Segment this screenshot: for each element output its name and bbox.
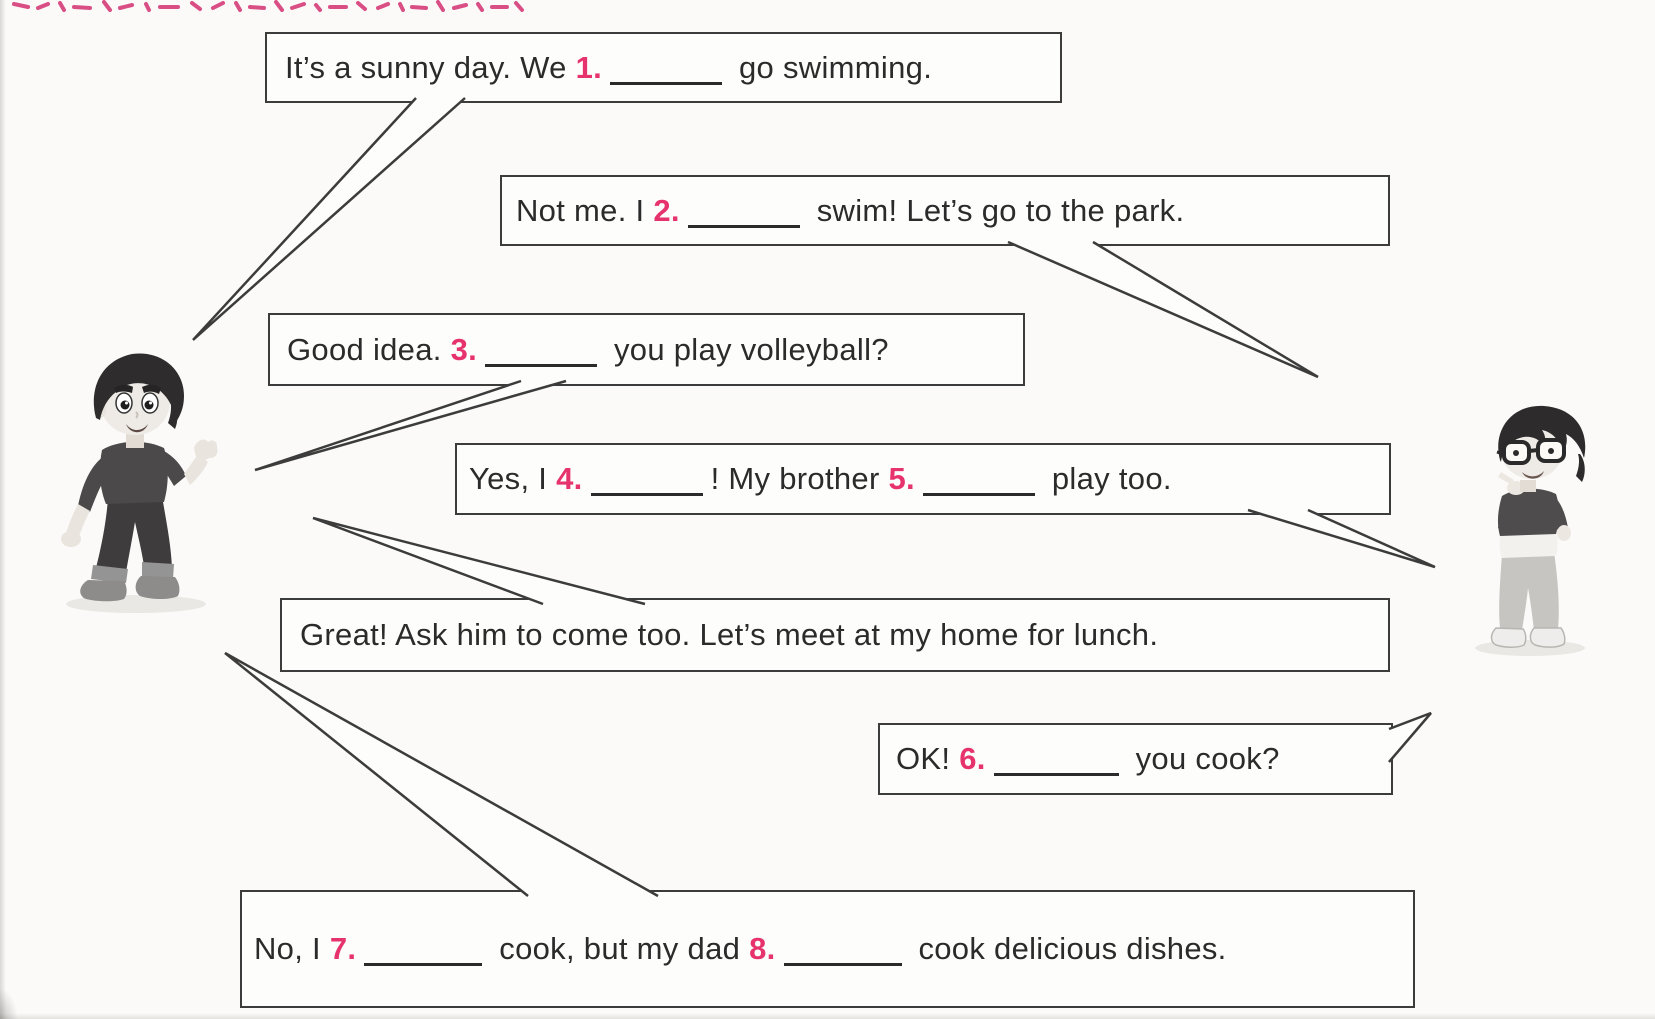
bubble-text-segment: cook delicious dishes.: [909, 931, 1227, 966]
speech-bubble-5: Great! Ask him to come too. Let’s meet a…: [280, 598, 1390, 672]
bubble-6-text: OK! 6. you cook?: [896, 741, 1280, 777]
speech-bubble-3: Good idea. 3. you play volleyball?: [268, 313, 1025, 386]
bubble-text-segment: Good idea.: [287, 331, 451, 367]
bubble-text-segment: you cook?: [1126, 741, 1280, 776]
bubble-text-segment: you play volleyball?: [605, 331, 889, 367]
bubble-3-text: Good idea. 3. you play volleyball?: [287, 332, 889, 368]
speech-bubble-4: Yes, I 4. ! My brother 5. play too.: [455, 443, 1391, 515]
speech-bubble-1: It’s a sunny day. We 1. go swimming.: [265, 32, 1062, 103]
answer-blank: [993, 763, 1119, 776]
blank-number: 1.: [575, 49, 603, 85]
bubble-4-text: Yes, I 4. ! My brother 5. play too.: [469, 461, 1172, 497]
right-boy-illustration: [1475, 405, 1586, 656]
speech-bubble-2: Not me. I 2. swim! Let’s go to the park.: [500, 175, 1390, 246]
bubble-5-text: Great! Ask him to come too. Let’s meet a…: [300, 617, 1158, 653]
left-boy-illustration: [61, 353, 218, 613]
answer-blank: [364, 953, 483, 966]
answer-blank: [590, 483, 703, 496]
answer-blank: [922, 483, 1035, 496]
answer-blank: [485, 354, 598, 367]
blank-number: 8.: [749, 931, 776, 966]
scan-edge-shadow-bottom: [0, 1013, 1655, 1019]
bubble-7-text: No, I 7. cook, but my dad 8. cook delici…: [254, 931, 1227, 967]
bubble-text-segment: Great! Ask him to come too. Let’s meet a…: [300, 617, 1159, 652]
blank-number: 5.: [888, 461, 915, 496]
bubble-text-segment: play too.: [1042, 461, 1172, 496]
blank-number: 7.: [329, 931, 357, 966]
answer-blank: [610, 72, 723, 85]
bubble-text-segment: No, I: [254, 931, 330, 966]
cropped-pink-heading: [12, 0, 524, 12]
bubble-2-text: Not me. I 2. swim! Let’s go to the park.: [516, 193, 1184, 229]
bubble-text-segment: go swimming.: [730, 49, 933, 85]
bubble-text-segment: OK!: [896, 741, 960, 776]
bubble-1-text: It’s a sunny day. We 1. go swimming.: [285, 50, 932, 86]
blank-number: 6.: [959, 741, 986, 776]
bubble-text-segment: Not me. I: [516, 192, 654, 228]
bubble-text-segment: cook, but my dad: [490, 931, 750, 966]
answer-blank: [783, 953, 902, 966]
bubble-text-segment: swim! Let’s go to the park.: [807, 192, 1185, 228]
bubble-text-segment: It’s a sunny day. We: [285, 49, 576, 85]
speech-bubble-6: OK! 6. you cook?: [878, 723, 1393, 795]
scan-smudge: [0, 988, 18, 1019]
bubble-text-segment: Yes, I: [469, 461, 557, 496]
answer-blank: [687, 215, 800, 228]
blank-number: 4.: [556, 461, 583, 496]
blank-number: 2.: [653, 192, 680, 228]
blank-number: 3.: [450, 331, 478, 367]
speech-bubble-7: No, I 7. cook, but my dad 8. cook delici…: [240, 890, 1415, 1008]
bubble-text-segment: ! My brother: [710, 461, 889, 496]
scan-edge-shadow-left: [0, 0, 6, 1019]
